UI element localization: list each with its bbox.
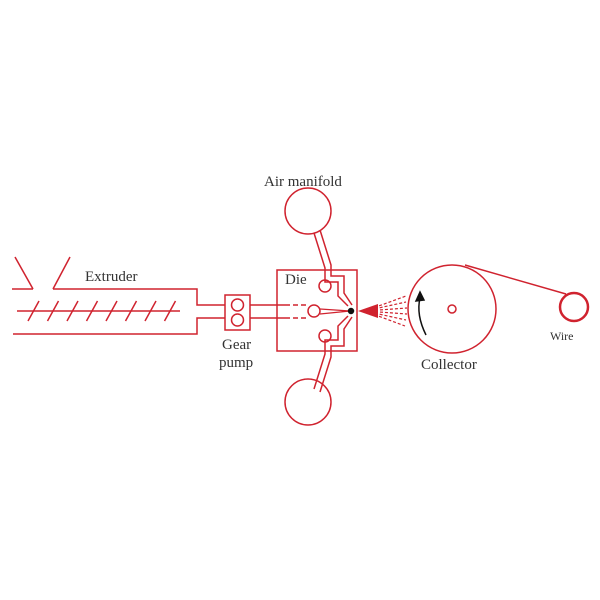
screw-flight — [105, 300, 118, 322]
pump-label: pump — [219, 355, 254, 371]
air-manifolds — [284, 187, 332, 426]
hopper-right — [52, 256, 71, 290]
collector — [407, 264, 567, 354]
gear-pump — [224, 294, 251, 331]
air-manifold-top — [284, 187, 332, 235]
feed-lines — [250, 304, 308, 319]
screw-flight — [27, 300, 40, 322]
screw-flight — [46, 300, 60, 322]
die-label: Die — [285, 272, 307, 288]
die-nozzle — [347, 307, 355, 315]
screw-flights — [27, 300, 177, 322]
rotation-arrowhead — [414, 290, 426, 302]
gear-label: Gear — [222, 337, 252, 353]
barrel-bottom — [13, 317, 225, 335]
rotation-arrow — [418, 297, 427, 336]
collector-label: Collector — [421, 357, 477, 373]
screw-flight — [66, 300, 79, 322]
extruder-label: Extruder — [85, 269, 138, 285]
screw-flight — [144, 300, 157, 322]
screw-flight — [85, 300, 99, 322]
barrel-top — [53, 288, 225, 306]
wire-label: Wire — [550, 329, 574, 343]
die — [276, 229, 358, 393]
wire-tangent — [464, 264, 567, 295]
air-manifold-label: Air manifold — [264, 174, 342, 190]
extruder — [12, 256, 225, 335]
fiber-spray — [358, 295, 408, 327]
air-manifold-bottom — [284, 378, 332, 426]
screw-flight — [163, 300, 177, 322]
hopper-left — [14, 256, 34, 290]
screw-flight — [124, 300, 138, 322]
wire-spool — [558, 291, 590, 323]
